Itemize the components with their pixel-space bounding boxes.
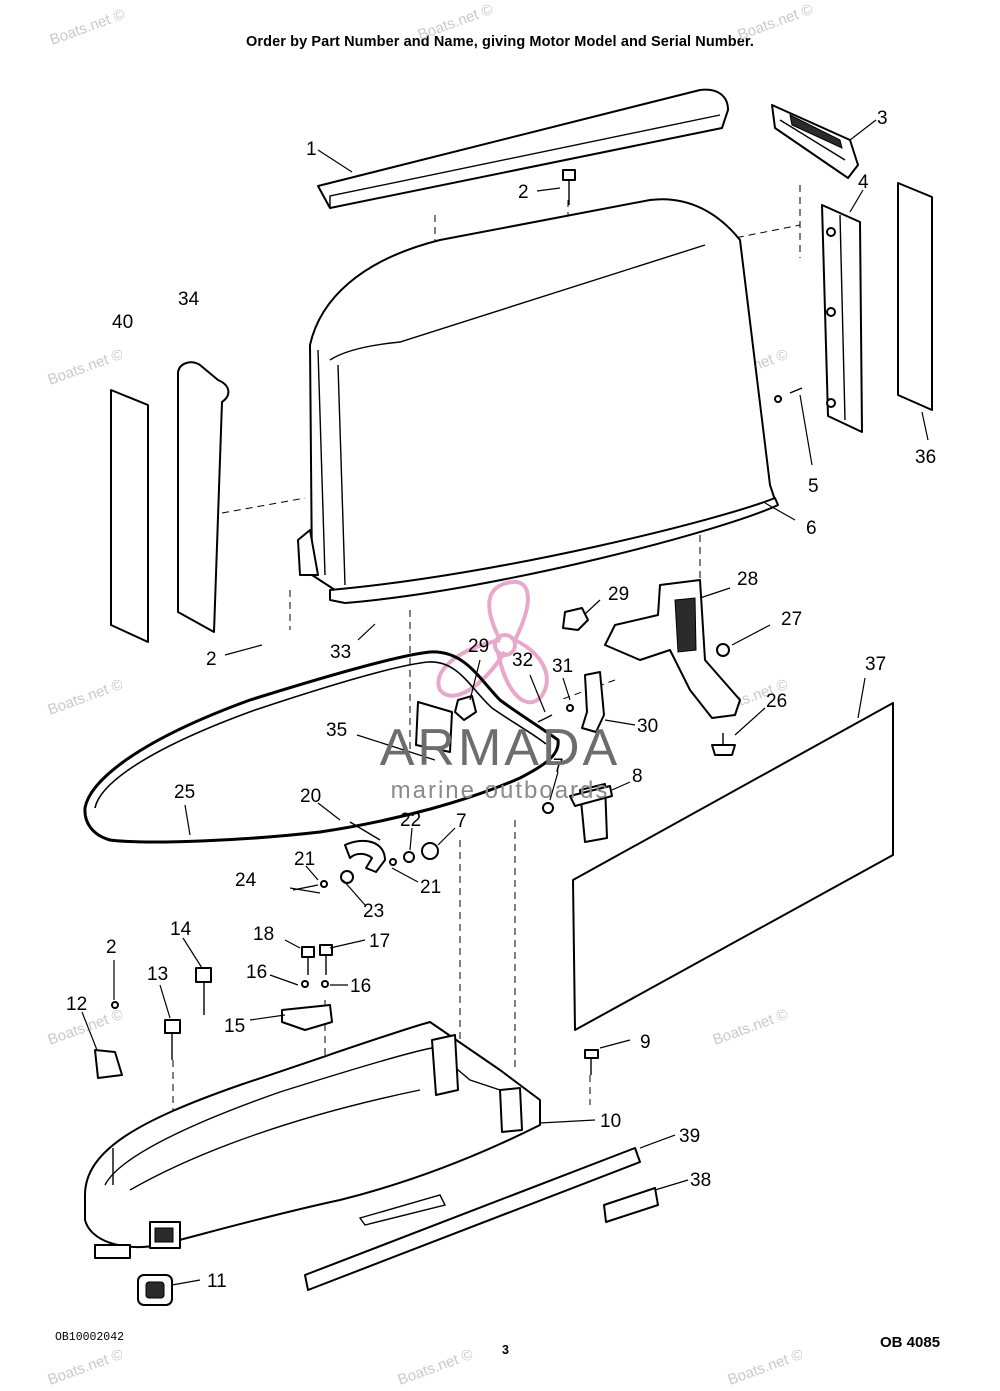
callout-label: 24 <box>235 870 257 891</box>
part-bolts <box>111 944 333 1060</box>
part-lower-pan <box>84 1021 541 1259</box>
part-small-decal <box>603 1187 659 1223</box>
callout-label: 12 <box>66 994 87 1015</box>
part-washer <box>542 802 554 814</box>
order-instruction: Order by Part Number and Name, giving Mo… <box>246 34 754 50</box>
callout-label: 1 <box>306 139 317 160</box>
leader-lines <box>81 119 929 1286</box>
callout-label: 2 <box>106 937 117 958</box>
callout-label: 29 <box>608 584 629 605</box>
brand-propeller-logo <box>436 579 549 705</box>
callout-label: 16 <box>350 976 371 997</box>
callout-label: 37 <box>865 654 886 675</box>
callout-label: 13 <box>147 964 168 985</box>
part-grommet <box>711 744 736 756</box>
callout-label: 11 <box>207 1271 227 1292</box>
callout-label: 7 <box>456 811 467 832</box>
callout-label: 33 <box>330 642 351 663</box>
callout-label: 32 <box>512 650 533 671</box>
callout-label: 21 <box>420 877 441 898</box>
part-screw <box>537 714 553 723</box>
part-bushing <box>421 842 439 860</box>
callout-label: 15 <box>224 1016 245 1037</box>
callout-label: 25 <box>174 782 195 803</box>
watermark: Boats.net © <box>46 1346 126 1389</box>
callout-label: 17 <box>369 931 390 952</box>
callout-label: 8 <box>632 766 643 787</box>
callout-label: 16 <box>246 962 267 983</box>
watermark: Boats.net © <box>416 1 496 44</box>
part-side-rail <box>821 204 863 433</box>
callout-label: 27 <box>781 609 802 630</box>
part-side-panel <box>572 702 894 1031</box>
part-washer <box>320 880 328 888</box>
callout-label: 9 <box>640 1032 651 1053</box>
callout-label: 10 <box>600 1111 621 1132</box>
part-washer <box>716 643 730 657</box>
watermark: Boats.net © <box>736 1 816 44</box>
watermark: Boats.net © <box>726 1346 806 1389</box>
watermark: Boats.net © <box>46 676 126 719</box>
part-rear-bracket <box>771 104 859 179</box>
part-left-decal <box>110 389 149 643</box>
part-right-decal <box>897 182 933 411</box>
callout-label: 36 <box>915 447 936 468</box>
part-engine-cover <box>297 198 779 604</box>
part-washer <box>566 704 574 712</box>
watermark: Boats.net © <box>396 1346 476 1389</box>
document-number: OB 4085 <box>880 1334 941 1351</box>
part-nut <box>562 607 589 631</box>
callout-label: 23 <box>363 901 384 922</box>
callout-label: 29 <box>468 636 489 657</box>
part-left-trim <box>177 361 230 633</box>
part-washer <box>340 870 354 884</box>
part-screw <box>584 1049 599 1075</box>
callout-label: 14 <box>170 919 192 940</box>
callout-label: 22 <box>400 810 421 831</box>
callout-label: 35 <box>326 720 347 741</box>
part-gasket-seal <box>83 650 560 844</box>
callout-labels: 1 2 3 4 40 34 36 5 6 2 33 29 28 27 29 32… <box>66 108 936 1292</box>
callout-label: 21 <box>294 849 315 870</box>
watermark: Boats.net © <box>46 346 126 389</box>
callout-label: 39 <box>679 1126 700 1147</box>
part-latch-lever <box>581 671 605 733</box>
part-pan-bracket <box>281 1004 333 1031</box>
callout-label: 2 <box>518 182 529 203</box>
callout-label: 5 <box>808 476 819 497</box>
callout-label: 18 <box>253 924 274 945</box>
part-latch-plate <box>415 701 453 753</box>
part-top-screw <box>562 169 576 205</box>
part-top-trim <box>317 88 729 209</box>
page-number: 3 <box>502 1343 509 1357</box>
watermark: Boats.net © <box>48 6 128 49</box>
callout-label: 30 <box>637 716 658 737</box>
callout-label: 6 <box>806 518 817 539</box>
part-grommet <box>137 1274 173 1306</box>
callout-label: 38 <box>690 1170 711 1191</box>
part-nut <box>454 695 477 721</box>
callout-label: 7 <box>553 756 564 777</box>
part-hook-latch <box>344 840 386 873</box>
diagram-code: OB10002042 <box>55 1331 125 1344</box>
callout-label: 3 <box>877 108 888 129</box>
part-nut <box>403 851 415 863</box>
callout-label: 4 <box>858 172 869 193</box>
callout-label: 20 <box>300 786 321 807</box>
callout-label: 2 <box>206 649 217 670</box>
callout-label: 34 <box>178 289 200 310</box>
callout-label: 31 <box>552 656 573 677</box>
callout-label: 40 <box>112 312 133 333</box>
part-clip <box>94 1049 123 1079</box>
callout-label: 26 <box>766 691 787 712</box>
callout-label: 28 <box>737 569 758 590</box>
part-mount-bracket <box>604 579 741 719</box>
part-long-decal <box>304 1147 641 1291</box>
watermark: Boats.net © <box>711 1006 791 1049</box>
